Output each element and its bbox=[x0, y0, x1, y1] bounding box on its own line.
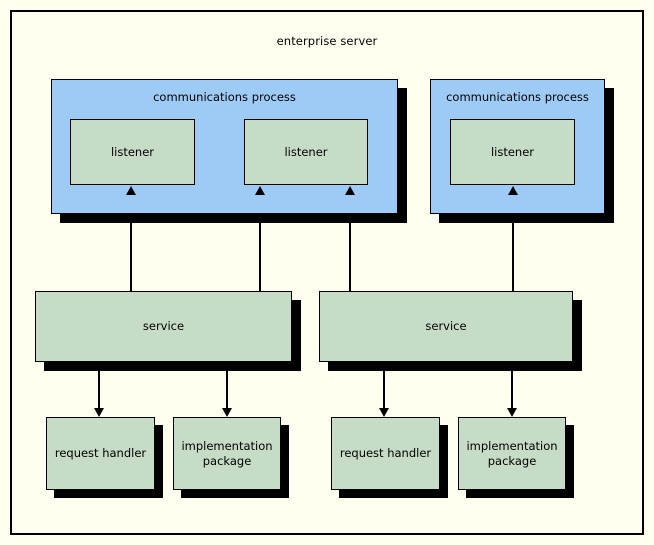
service-1[interactable]: service bbox=[35, 291, 292, 362]
connector-service1-implementation-package bbox=[226, 362, 228, 411]
connector-service1-listener2 bbox=[259, 190, 261, 291]
impl-1-line1: implementation bbox=[181, 439, 273, 454]
listener-2-label: listener bbox=[284, 144, 328, 159]
implementation-package-2-label: implementation package bbox=[466, 439, 557, 468]
impl-2-line1: implementation bbox=[466, 439, 558, 454]
listener-2[interactable]: listener bbox=[244, 119, 368, 185]
connector-service2-request-handler bbox=[383, 362, 385, 411]
arrow-down-implementation-package-1 bbox=[222, 408, 232, 417]
service-1-label: service bbox=[142, 319, 185, 334]
arrow-up-listener3 bbox=[508, 186, 518, 195]
listener-1-label: listener bbox=[110, 144, 155, 159]
impl-2-line2: package bbox=[487, 453, 537, 468]
request-handler-1[interactable]: request handler bbox=[46, 417, 155, 490]
arrow-up-listener1 bbox=[126, 186, 136, 195]
connector-service1-listener1 bbox=[130, 190, 132, 291]
diagram-title: enterprise server bbox=[276, 34, 378, 48]
implementation-package-1-label: implementation package bbox=[181, 439, 272, 468]
arrow-up-listener2-right bbox=[345, 186, 355, 195]
implementation-package-2[interactable]: implementation package bbox=[458, 417, 566, 490]
arrow-down-request-handler-2 bbox=[379, 408, 389, 417]
implementation-package-1[interactable]: implementation package bbox=[173, 417, 281, 490]
listener-3-label: listener bbox=[490, 144, 535, 159]
connector-service2-listener3 bbox=[512, 190, 514, 291]
process-1-label: communications process bbox=[153, 90, 296, 104]
request-handler-1-label: request handler bbox=[54, 446, 147, 461]
arrow-down-request-handler-1 bbox=[94, 408, 104, 417]
listener-1[interactable]: listener bbox=[70, 119, 195, 185]
connector-service1-request-handler bbox=[98, 362, 100, 411]
service-2-label: service bbox=[425, 319, 467, 334]
arrow-up-listener2-left bbox=[255, 186, 265, 195]
request-handler-2[interactable]: request handler bbox=[331, 417, 440, 490]
impl-1-line2: package bbox=[202, 453, 252, 468]
listener-3[interactable]: listener bbox=[450, 119, 575, 185]
arrow-down-implementation-package-2 bbox=[507, 408, 517, 417]
connector-service2-implementation-package bbox=[511, 362, 513, 411]
request-handler-2-label: request handler bbox=[339, 446, 432, 461]
service-2[interactable]: service bbox=[319, 291, 573, 362]
process-2-label: communications process bbox=[446, 90, 589, 104]
connector-service2-listener2 bbox=[349, 190, 351, 291]
